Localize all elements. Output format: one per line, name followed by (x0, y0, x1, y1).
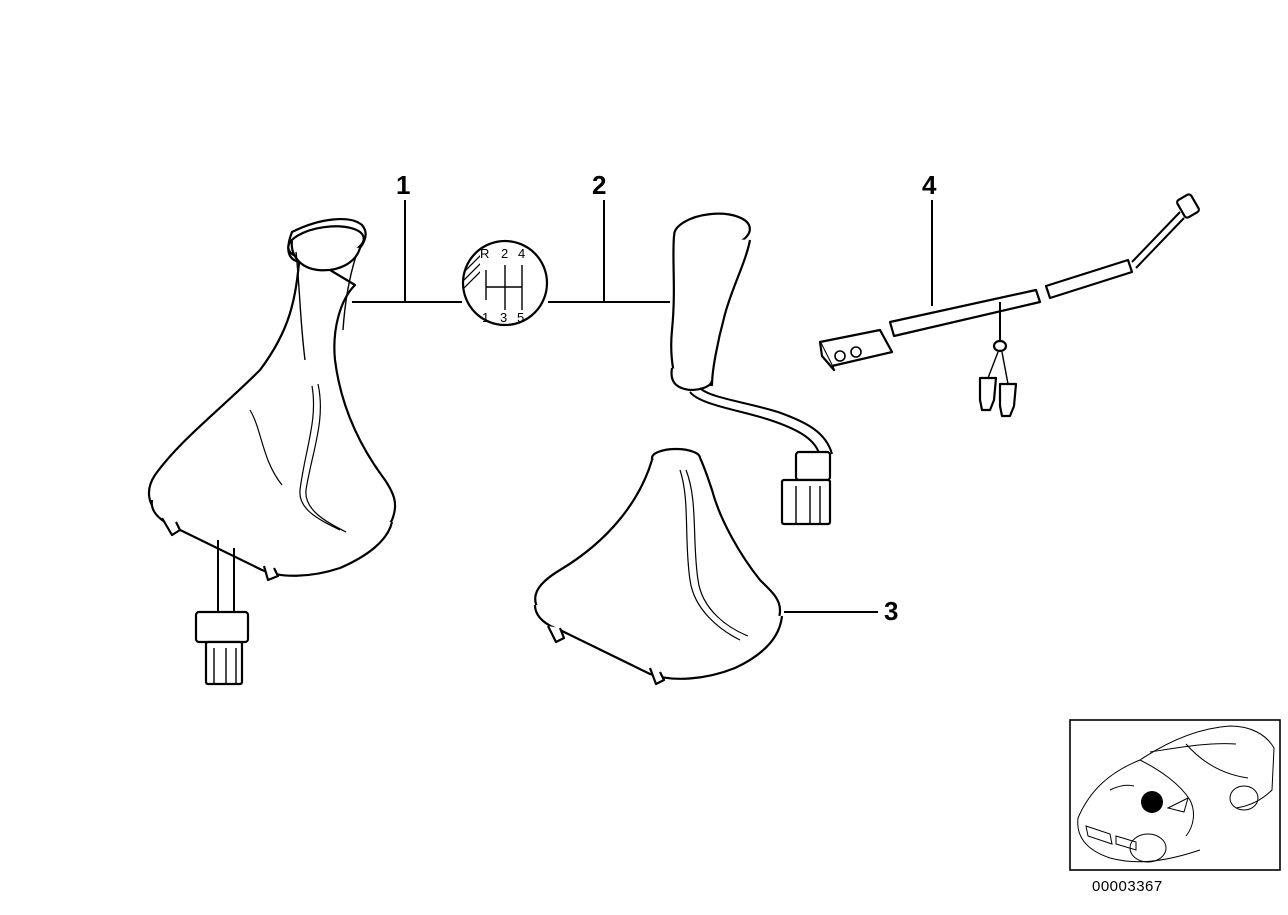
callout-4: 4 (922, 170, 937, 306)
shift-label-5: 5 (517, 310, 524, 325)
shift-label-1: 1 (482, 310, 489, 325)
shift-label-2: 2 (501, 246, 508, 261)
vehicle-location-thumbnail (1069, 719, 1281, 871)
part-2-gear-knob[interactable] (670, 210, 833, 526)
callout-2-number: 2 (592, 170, 606, 200)
callout-3-number: 3 (884, 596, 898, 626)
location-marker (1141, 791, 1163, 813)
callout-1-number: 1 (396, 170, 410, 200)
shift-label-3: 3 (500, 310, 507, 325)
part-3-gear-boot[interactable] (533, 447, 784, 686)
callout-2: 2 (548, 170, 670, 303)
callout-3: 3 (784, 596, 898, 626)
shift-label-r: R (480, 246, 489, 261)
shift-pattern-symbol: R 2 4 1 3 5 (461, 239, 549, 327)
diagram-code: 00003367 (1092, 878, 1163, 895)
part-4-cable-harness[interactable] (818, 193, 1200, 418)
callout-4-number: 4 (922, 170, 937, 200)
callout-1: 1 (352, 170, 462, 303)
shift-label-4: 4 (518, 246, 525, 261)
part-1-gear-knob-with-boot[interactable] (147, 218, 397, 686)
